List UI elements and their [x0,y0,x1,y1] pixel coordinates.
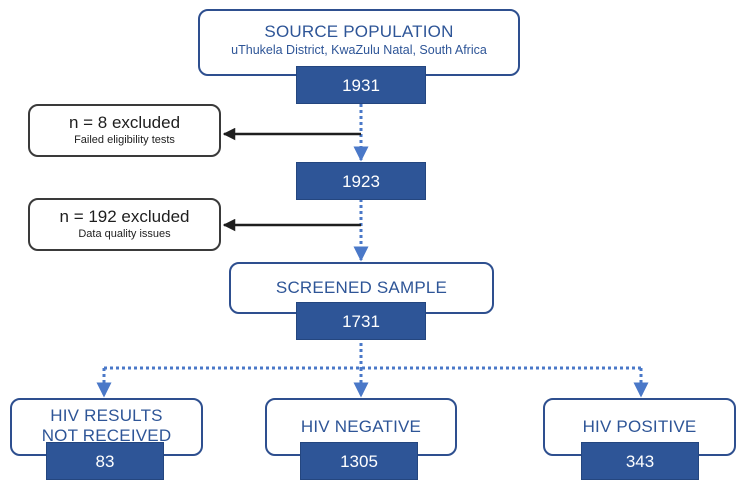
source-population-count: 1931 [296,66,426,104]
hiv-positive-count: 343 [581,442,699,480]
hiv-positive-title: HIV POSITIVE [582,417,697,436]
source-population-subtitle: uThukela District, KwaZulu Natal, South … [231,43,487,57]
exclusion-2-reason: Data quality issues [78,228,171,240]
hiv-negative-title: HIV NEGATIVE [300,417,422,436]
hiv-results-not-received-count: 83 [46,442,164,480]
exclusion-1-count: n = 8 excluded [68,113,181,132]
hiv-results-not-received-title: HIV RESULTS NOT RECEIVED [41,406,172,445]
exclusion-box-1: n = 8 excluded Failed eligibility tests [28,104,221,157]
screened-sample-count: 1731 [296,302,426,340]
after-eligibility-count: 1923 [296,162,426,200]
exclusion-1-reason: Failed eligibility tests [74,134,175,146]
screened-sample-title: SCREENED SAMPLE [275,278,448,297]
hiv-negative-count: 1305 [300,442,418,480]
source-population-title: SOURCE POPULATION [264,22,454,41]
exclusion-box-2: n = 192 excluded Data quality issues [28,198,221,251]
source-population-box: SOURCE POPULATION uThukela District, Kwa… [198,9,520,76]
exclusion-2-count: n = 192 excluded [59,207,190,226]
